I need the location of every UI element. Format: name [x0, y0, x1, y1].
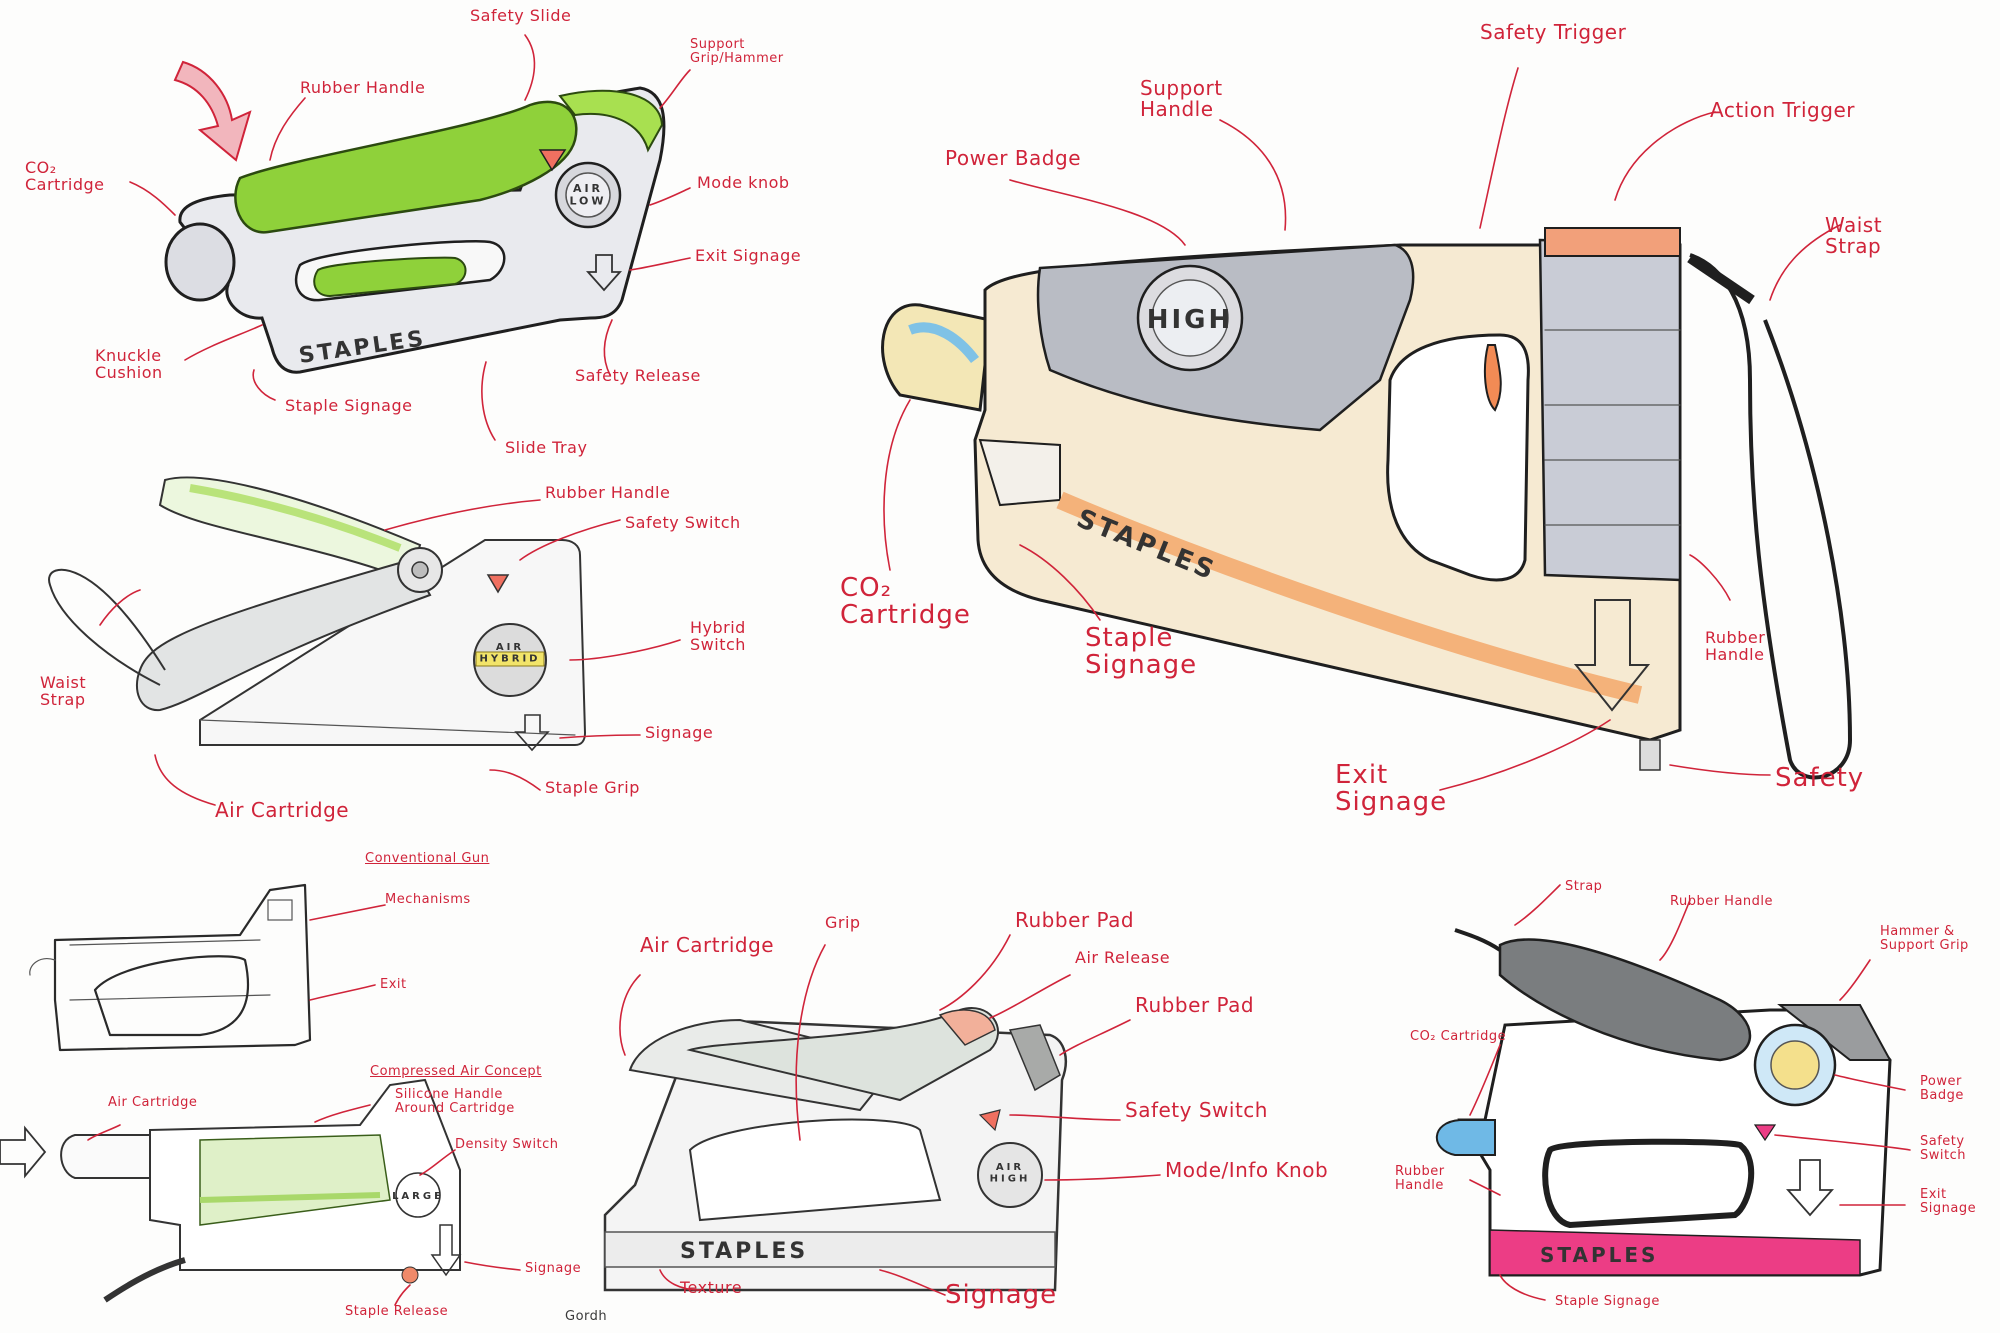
- s4-exit-label: Exit: [380, 977, 407, 992]
- s6-grip-label: Grip: [825, 913, 861, 932]
- insert-arrow-icon: [0, 1125, 47, 1179]
- s7-staple-signage-label: Staple Signage: [1555, 1294, 1660, 1309]
- s6-rubber-pad-top-label: Rubber Pad: [1015, 908, 1135, 932]
- s6-mode-info-knob-label: Mode/Info Knob: [1165, 1158, 1329, 1182]
- s1-knuckle-cushion-label: Knuckle Cushion: [95, 346, 163, 382]
- s3-action-trigger-label: Action Trigger: [1710, 98, 1855, 122]
- s1-exit-signage-label: Exit Signage: [695, 246, 802, 265]
- sketch5-knob-text: LARGE: [392, 1191, 444, 1202]
- artist-signature: Gordh: [565, 1309, 608, 1324]
- s1-staple-signage-label: Staple Signage: [285, 396, 413, 415]
- s1-rubber-handle-label: Rubber Handle: [300, 78, 426, 97]
- s7-hammer-support-grip-label: Hammer & Support Grip: [1880, 924, 1969, 953]
- s2-hybrid-switch-label: Hybrid Switch: [690, 618, 746, 654]
- s3-exit-signage-label: Exit Signage: [1335, 760, 1448, 818]
- s3-power-badge-label: Power Badge: [945, 146, 1081, 170]
- push-arrow-icon: [173, 60, 252, 162]
- sketch7-stapler: STAPLES: [1435, 884, 1911, 1301]
- s3-waist-strap-label: Waist Strap: [1825, 213, 1883, 258]
- s6-air-release-label: Air Release: [1075, 948, 1171, 967]
- s2-staple-grip-label: Staple Grip: [545, 778, 640, 797]
- s3-safety-label: Safety: [1775, 763, 1865, 793]
- s5-staple-release-label: Staple Release: [345, 1304, 449, 1319]
- s2-signage-label: Signage: [645, 723, 714, 742]
- s1-slide-tray-label: Slide Tray: [505, 438, 588, 457]
- sketch6-brand: STAPLES: [680, 1239, 808, 1264]
- sketch3-stapler: STAPLES HIGH: [881, 67, 1853, 791]
- s5-air-cartridge-label: Air Cartridge: [108, 1095, 198, 1110]
- s7-power-badge-label: Power Badge: [1920, 1074, 1964, 1103]
- s5-compressed-air-concept-label: Compressed Air Concept: [370, 1064, 542, 1079]
- s2-waist-strap-label: Waist Strap: [40, 673, 87, 709]
- sketch5-compressed-air: LARGE: [0, 1078, 521, 1306]
- s3-support-handle-label: Support Handle: [1140, 76, 1223, 121]
- s6-air-cartridge-label: Air Cartridge: [640, 933, 775, 957]
- s7-co2-cartridge-label: CO₂ Cartridge: [1410, 1029, 1507, 1044]
- s3-co2-cartridge-label: CO₂ Cartridge: [840, 573, 971, 631]
- s6-texture-label: Texture: [680, 1278, 743, 1297]
- s3-safety-trigger-label: Safety Trigger: [1480, 20, 1627, 44]
- s3-staple-signage-label: Staple Signage: [1085, 623, 1198, 681]
- s1-safety-slide-label: Safety Slide: [470, 6, 572, 25]
- s1-mode-knob-label: Mode knob: [697, 173, 790, 192]
- s7-safety-switch-label: Safety Switch: [1920, 1134, 1966, 1163]
- s2-air-cartridge-label: Air Cartridge: [215, 798, 350, 822]
- s7-rubber-handle-side-label: Rubber Handle: [1395, 1164, 1445, 1193]
- sketch4-conventional-gun: [29, 883, 386, 1052]
- s2-safety-switch-label: Safety Switch: [625, 513, 741, 532]
- s5-density-switch-label: Density Switch: [455, 1137, 559, 1152]
- s6-signage-label: Signage: [945, 1280, 1058, 1310]
- sketch7-brand: STAPLES: [1540, 1243, 1658, 1267]
- s5-silicone-handle-label: Silicone Handle Around Cartridge: [395, 1087, 515, 1116]
- s2-rubber-handle-label: Rubber Handle: [545, 483, 671, 502]
- s7-strap-label: Strap: [1565, 879, 1603, 894]
- s7-rubber-handle-top-label: Rubber Handle: [1670, 894, 1774, 909]
- s6-rubber-pad-side-label: Rubber Pad: [1135, 993, 1255, 1017]
- s1-safety-release-label: Safety Release: [575, 366, 701, 385]
- s7-exit-signage-label: Exit Signage: [1920, 1187, 1977, 1216]
- s3-rubber-handle-label: Rubber Handle: [1705, 628, 1766, 664]
- s1-support-grip-label: Support Grip/Hammer: [690, 37, 784, 66]
- s1-co2-cartridge-label: CO₂ Cartridge: [25, 158, 105, 194]
- s5-signage-label: Signage: [525, 1261, 582, 1276]
- s4-mechanisms-label: Mechanisms: [385, 892, 471, 907]
- s4-conventional-gun-label: Conventional Gun: [365, 851, 490, 866]
- sketch3-badge-text: HIGH: [1147, 305, 1234, 335]
- s6-safety-switch-label: Safety Switch: [1125, 1098, 1268, 1122]
